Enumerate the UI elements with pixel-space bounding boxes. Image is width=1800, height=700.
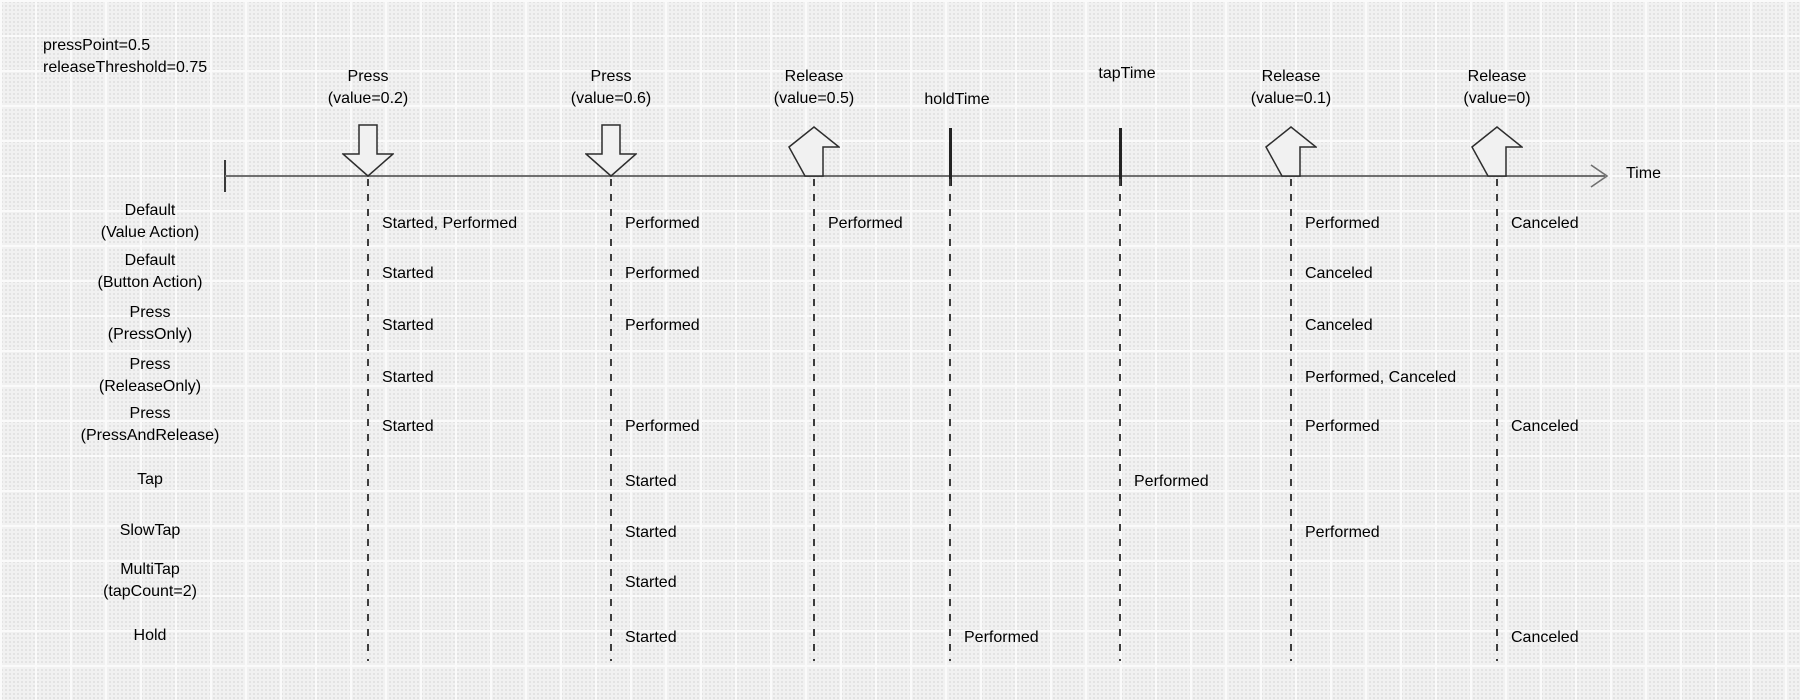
interaction-row-label: Press (ReleaseOnly) (99, 354, 201, 398)
threshold-settings-note: pressPoint=0.5 releaseThreshold=0.75 (43, 35, 207, 79)
phase-value: Started (382, 317, 434, 334)
event-dashed-line (1496, 179, 1498, 661)
interaction-row-label-line: Default (124, 252, 176, 269)
release-up-arrow-icon (788, 126, 840, 177)
event-dashed-line (949, 179, 951, 661)
event-label-line: (value=0.1) (1250, 90, 1332, 107)
interaction-row-label: MultiTap (tapCount=2) (103, 559, 197, 603)
interaction-row-label: Hold (134, 625, 167, 647)
interaction-row-label-line: MultiTap (120, 561, 180, 578)
interaction-row-label: SlowTap (120, 520, 180, 542)
phase-value: Started (625, 629, 677, 646)
event-label: holdTime (924, 89, 989, 111)
release-up-arrow-icon (1471, 126, 1523, 177)
event-label: Release (value=0.5) (774, 66, 855, 110)
phase-value: Started (625, 524, 677, 541)
interaction-row-label: Tap (137, 469, 163, 491)
phase-value: Started, Performed (382, 215, 518, 232)
interaction-row-label-line: Press (129, 304, 171, 321)
interaction-row-label-line: (Value Action) (100, 224, 200, 241)
time-axis-label: Time (1626, 165, 1661, 182)
phase-value: Canceled (1511, 215, 1579, 232)
phase-value: Started (382, 369, 434, 386)
phase-value: Performed (828, 215, 903, 232)
interaction-row-label: Press (PressAndRelease) (81, 403, 220, 447)
time-threshold-tick (1119, 128, 1122, 186)
phase-value: Started (625, 574, 677, 591)
interaction-row-label-line: Tap (137, 471, 163, 488)
interaction-row-label-line: (Button Action) (97, 274, 203, 291)
event-label-line: tapTime (1098, 65, 1156, 82)
phase-value: Performed (964, 629, 1039, 646)
event-label: Release (value=0) (1463, 66, 1530, 110)
event-label-line: (value=0.5) (773, 90, 855, 107)
release-threshold-setting: releaseThreshold=0.75 (43, 59, 208, 76)
event-dashed-line (367, 179, 369, 661)
time-axis-line (225, 175, 1605, 177)
event-dashed-line (610, 179, 612, 661)
interaction-row-label-line: SlowTap (119, 522, 181, 539)
time-axis-arrowhead-icon (1590, 164, 1609, 188)
event-label-line: (value=0.6) (570, 90, 652, 107)
phase-value: Canceled (1305, 265, 1373, 282)
event-label-line: Release (1261, 68, 1321, 85)
interaction-row-label: Default (Value Action) (101, 200, 199, 244)
phase-value: Canceled (1305, 317, 1373, 334)
phase-value: Performed, Canceled (1305, 369, 1457, 386)
phase-value: Performed (1134, 473, 1209, 490)
phase-value: Performed (625, 215, 700, 232)
event-label: Press (value=0.2) (328, 66, 409, 110)
event-label: Press (value=0.6) (571, 66, 652, 110)
phase-value: Started (625, 473, 677, 490)
event-dashed-line (813, 179, 815, 661)
interaction-row-label-line: (PressOnly) (107, 326, 193, 343)
interaction-row-label-line: Default (124, 202, 176, 219)
event-label: tapTime (1098, 63, 1155, 85)
phase-value: Performed (625, 265, 700, 282)
phase-value: Performed (625, 418, 700, 435)
interaction-row-label-line: (PressAndRelease) (80, 427, 220, 444)
event-label-line: Press (590, 68, 632, 85)
phase-value: Canceled (1511, 629, 1579, 646)
press-down-arrow-icon (342, 124, 394, 177)
event-dashed-line (1290, 179, 1292, 661)
event-label-line: Release (784, 68, 844, 85)
phase-value: Performed (1305, 524, 1380, 541)
event-label: Release (value=0.1) (1251, 66, 1332, 110)
interaction-row-label: Press (PressOnly) (108, 302, 192, 346)
phase-value: Canceled (1511, 418, 1579, 435)
event-dashed-line (1119, 179, 1121, 661)
phase-value: Performed (1305, 215, 1380, 232)
phase-value: Performed (1305, 418, 1380, 435)
phase-value: Started (382, 418, 434, 435)
phase-value: Started (382, 265, 434, 282)
interaction-row-label-line: (ReleaseOnly) (98, 378, 202, 395)
event-label-line: holdTime (924, 91, 990, 108)
interaction-row-label: Default (Button Action) (98, 250, 203, 294)
event-label-line: Press (347, 68, 389, 85)
event-label-line: (value=0) (1463, 90, 1531, 107)
event-label-line: Release (1467, 68, 1527, 85)
phase-value: Performed (625, 317, 700, 334)
interaction-row-label-line: Press (129, 356, 171, 373)
interaction-row-label-line: (tapCount=2) (103, 583, 197, 600)
interaction-row-label-line: Hold (133, 627, 167, 644)
interaction-row-label-line: Press (129, 405, 171, 422)
press-point-setting: pressPoint=0.5 (43, 37, 151, 54)
release-up-arrow-icon (1265, 126, 1317, 177)
time-threshold-tick (949, 128, 952, 186)
press-down-arrow-icon (585, 124, 637, 177)
event-label-line: (value=0.2) (327, 90, 409, 107)
